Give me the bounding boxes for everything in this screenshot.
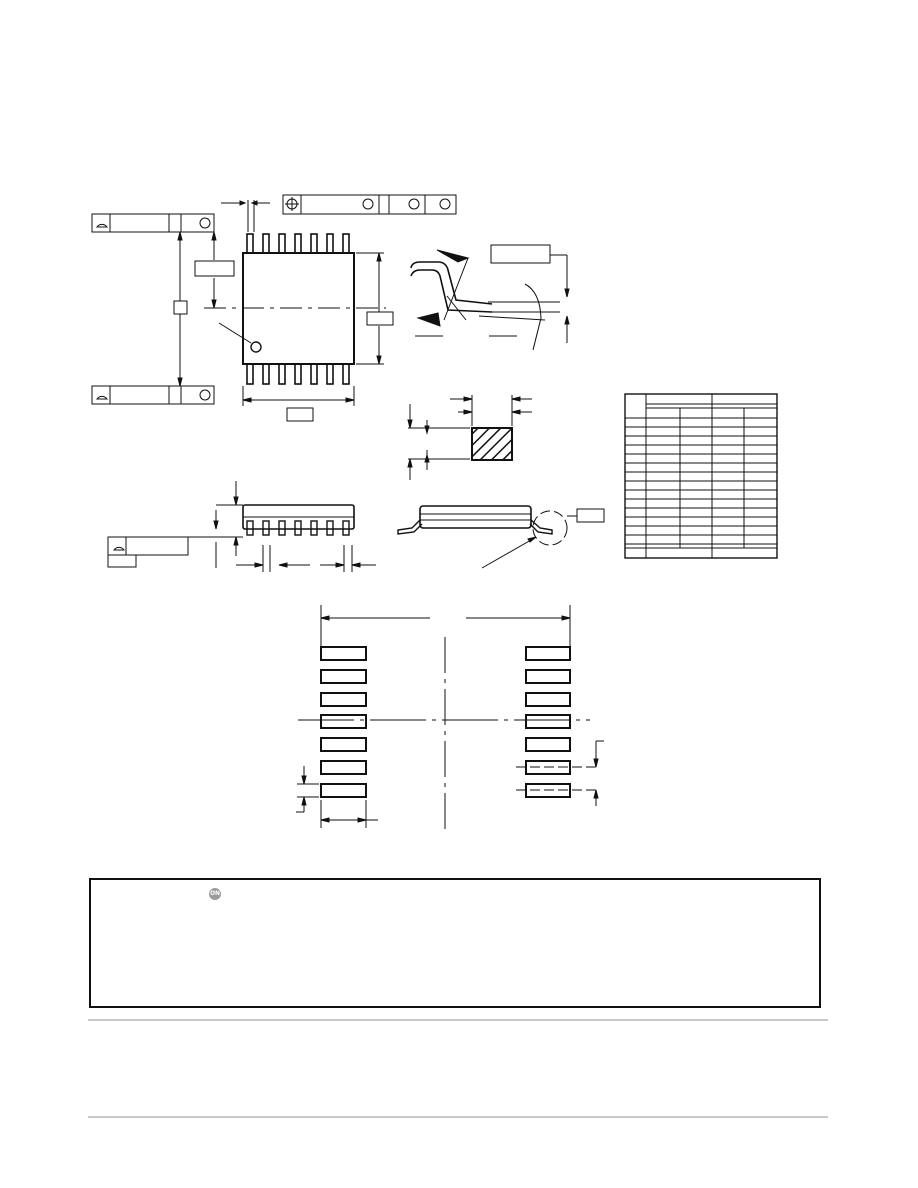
datum-frame-side — [107, 536, 189, 568]
ordering-info-box: ON — [89, 878, 821, 1008]
datum-frame-upper-left — [91, 213, 215, 233]
upper-leads — [246, 233, 350, 254]
on-semiconductor-logo-icon: ON — [209, 888, 221, 900]
footprint-pads-right — [525, 646, 571, 798]
position-tolerance-frame — [282, 194, 457, 215]
footprint-pads-left — [320, 646, 367, 798]
side-view — [107, 481, 376, 572]
lead-form-view — [410, 244, 570, 351]
footer-divider — [88, 1019, 828, 1021]
soldering-footprint — [296, 605, 604, 833]
pin1-indicator-icon — [250, 341, 262, 353]
lead-section-view — [407, 395, 532, 480]
detail-side-view — [397, 505, 605, 569]
page-bottom-divider — [88, 1116, 828, 1118]
dimension-table — [624, 393, 778, 559]
top-view — [91, 194, 457, 422]
datum-frame-lower-left — [91, 385, 215, 405]
lower-leads — [246, 363, 350, 385]
